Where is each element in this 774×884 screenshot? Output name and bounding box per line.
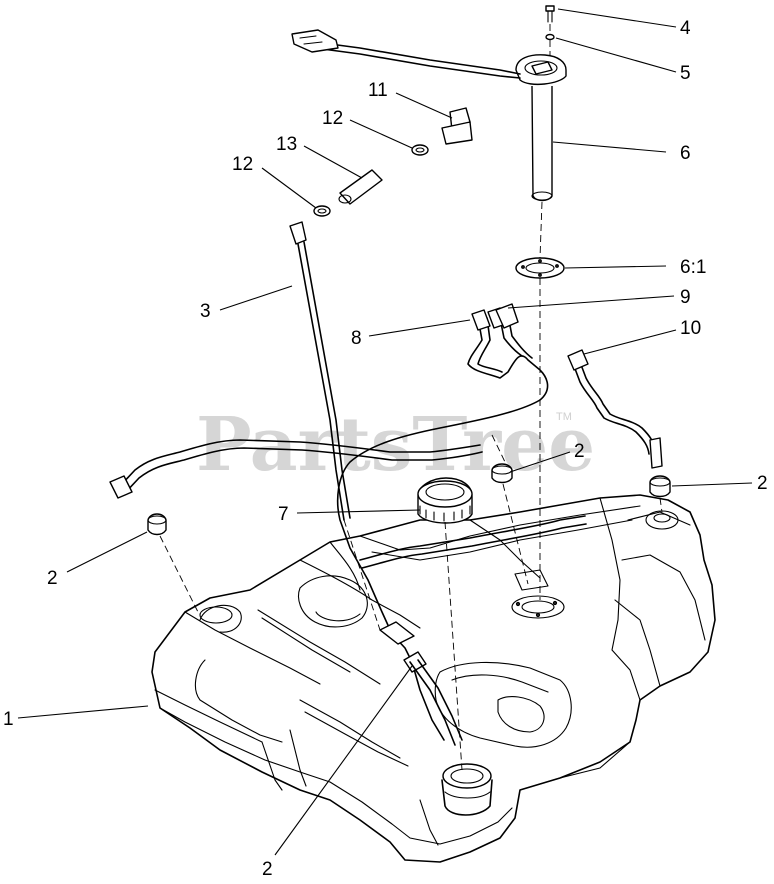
callout-13: 13 <box>276 134 297 155</box>
callout-12-lower: 12 <box>232 154 253 175</box>
grommets <box>147 463 671 536</box>
fuel-sending-unit <box>291 5 567 279</box>
callout-10: 10 <box>680 318 701 339</box>
leader-lines <box>17 8 753 856</box>
callout-2-right: 2 <box>757 473 768 494</box>
vent-components <box>289 107 473 521</box>
watermark-text: PartsTree <box>196 402 595 488</box>
callout-2-bottom: 2 <box>262 859 273 880</box>
callout-2-center: 2 <box>574 441 585 462</box>
callout-9: 9 <box>680 287 691 308</box>
callout-6-1: 6:1 <box>680 257 706 278</box>
fuel-lines <box>119 314 656 746</box>
fuel-tank <box>151 494 716 863</box>
watermark-trademark: TM <box>556 411 572 423</box>
callout-3: 3 <box>200 301 211 322</box>
callout-labels: 4 5 6 6:1 9 10 11 12 13 12 3 8 7 2 2 2 1… <box>3 18 768 880</box>
callout-5: 5 <box>680 63 691 84</box>
callout-8: 8 <box>351 328 362 349</box>
fuel-line-fittings <box>109 303 663 499</box>
callout-6: 6 <box>680 143 691 164</box>
callout-11: 11 <box>368 80 388 101</box>
callout-12-upper: 12 <box>322 108 343 129</box>
fuel-cap <box>417 477 473 524</box>
callout-2-left: 2 <box>47 568 58 589</box>
callout-4: 4 <box>680 18 691 39</box>
callout-1: 1 <box>3 709 14 730</box>
alignment-lines <box>159 24 663 771</box>
callout-7: 7 <box>278 504 289 525</box>
